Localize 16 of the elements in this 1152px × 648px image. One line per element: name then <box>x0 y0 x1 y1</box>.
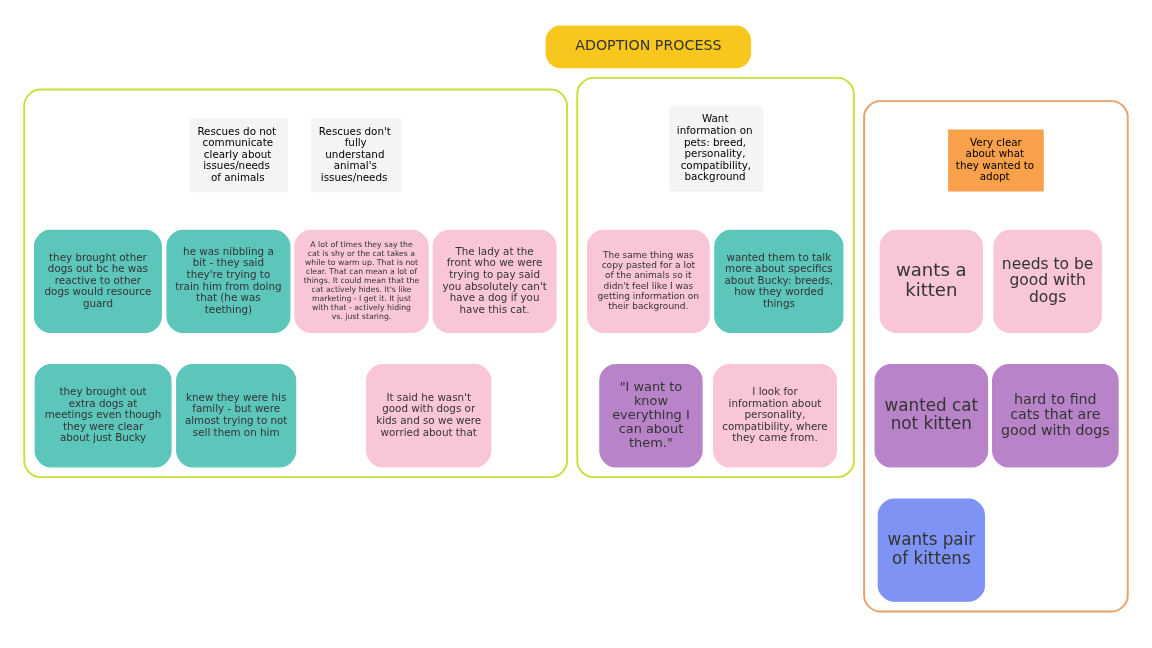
node-box: I look for information about personality, compatibility, where they came from. <box>712 364 837 468</box>
node-box: hard to find cats that are good with dogs <box>992 364 1119 468</box>
node-box: needs to be good with dogs <box>993 229 1102 334</box>
node-box: The same thing was copy pasted for a lot of the animals so it didn't feel like I was getting information on their background. <box>587 229 710 334</box>
node-box: wants pair of kittens <box>877 498 985 602</box>
node-box: wants a kitten <box>879 229 983 334</box>
node-box: knew they were his family - but were almost trying to not sell them on him <box>176 364 297 468</box>
node-box: "I want to know everything I can about them." <box>599 364 703 468</box>
node-box: wanted cat not kitten <box>874 364 989 468</box>
node-box: It said he wasn't good with dogs or kids and so we were worried about that <box>366 364 492 468</box>
node-box: they brought out extra dogs at meetings even though they were clear about just Bucky <box>34 364 172 468</box>
node-box: wanted them to talk more about specifics about Bucky: breeds, how they worded things <box>714 229 844 334</box>
node-box: The lady at the front who we were trying to pay said you absolutely can't have a dog if you have this cat. <box>432 229 557 334</box>
node-box: he was nibbling a bit - they said they're trying to train him from doing that (he was teething) <box>166 229 291 334</box>
node-box: they brought other dogs out bc he was reactive to other dogs would resource guard <box>33 229 162 334</box>
node-box: ADOPTION PROCESS <box>545 25 752 69</box>
